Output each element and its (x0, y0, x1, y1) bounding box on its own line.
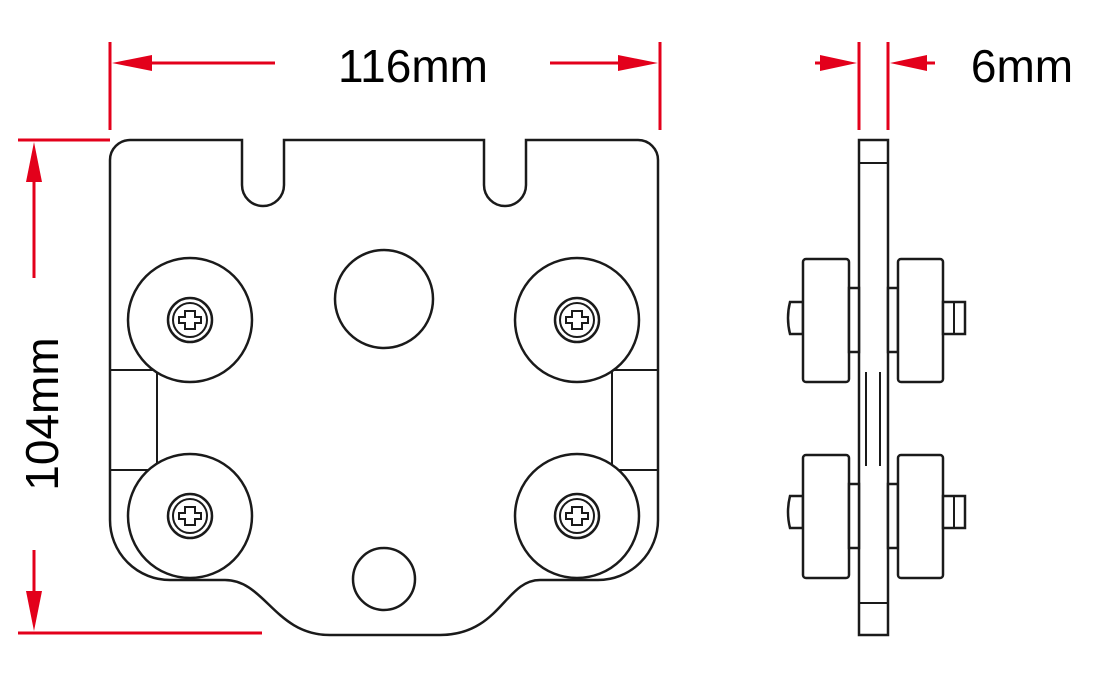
arrow-left-icon (890, 55, 927, 71)
arrow-down-icon (26, 591, 42, 631)
right-side-tab (611, 369, 658, 471)
wheel-top-right (513, 256, 641, 384)
height-label: 104mm (16, 337, 68, 490)
front-view (108, 138, 660, 637)
side-wheel-top (786, 257, 967, 384)
arrow-right-icon (618, 55, 658, 71)
arrow-right-icon (820, 55, 857, 71)
screw-cross-icon (178, 310, 202, 330)
wheel-bottom-left (126, 452, 254, 580)
width-label: 116mm (338, 40, 488, 92)
thickness-label: 6mm (971, 40, 1073, 92)
left-side-tab (110, 369, 158, 471)
screw-cross-icon (565, 310, 589, 330)
wheel-top-left (126, 256, 254, 384)
side-view (786, 138, 967, 637)
arrow-left-icon (112, 55, 152, 71)
height-dimension: 104mm (16, 138, 262, 635)
center-hole-small (351, 546, 417, 612)
screw-cross-icon (565, 506, 589, 526)
thickness-dimension: 6mm (815, 40, 1073, 130)
screw-cross-icon (178, 506, 202, 526)
side-wheel-bottom (786, 453, 967, 580)
width-dimension: 116mm (108, 40, 662, 130)
center-hole-large (333, 248, 435, 350)
wheel-bottom-right (513, 452, 641, 580)
arrow-up-icon (26, 142, 42, 182)
side-plate (857, 138, 890, 637)
